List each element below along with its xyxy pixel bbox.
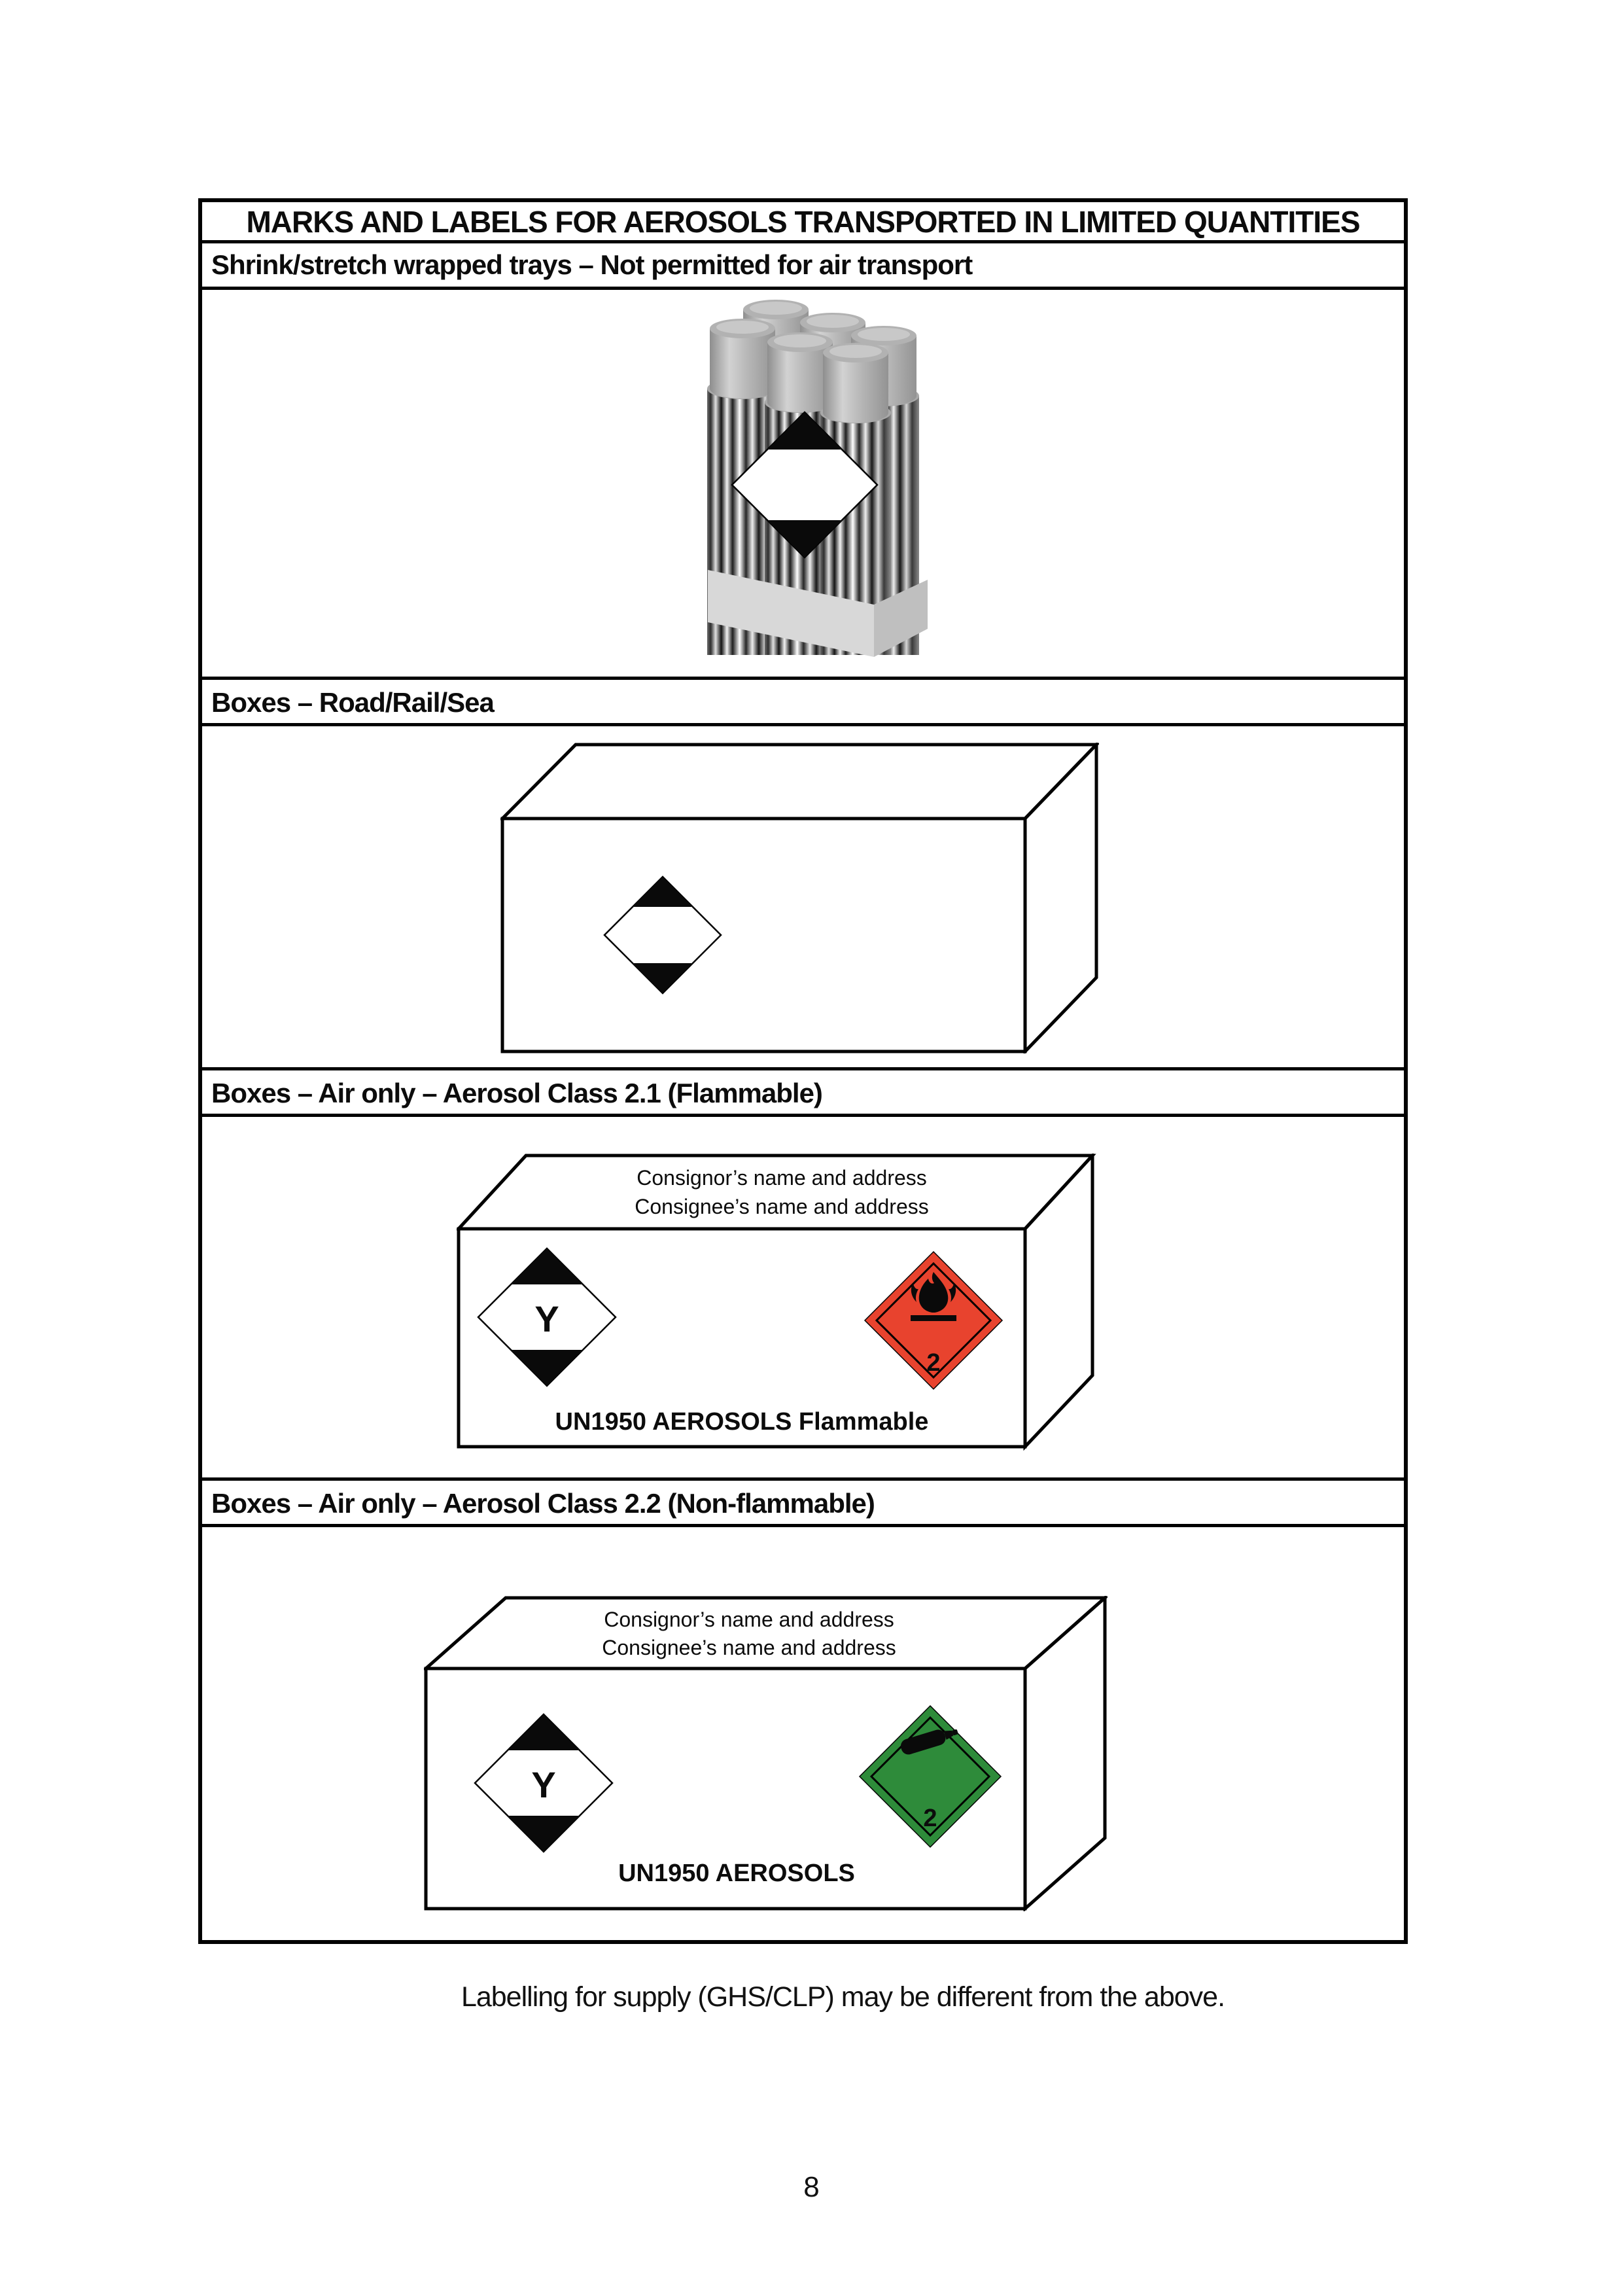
section-header-road-rail-sea: Boxes – Road/Rail/Sea: [202, 680, 1404, 726]
lq-letter: Y: [531, 1764, 555, 1805]
table-title-row: MARKS AND LABELS FOR AEROSOLS TRANSPORTE…: [202, 202, 1404, 243]
un-proper-shipping-name: UN1950 AEROSOLS Flammable: [555, 1408, 929, 1436]
consignee-line: Consignee’s name and address: [635, 1195, 928, 1218]
carton-box: [500, 743, 1099, 1053]
page-title: MARKS AND LABELS FOR AEROSOLS TRANSPORTE…: [246, 205, 1360, 239]
section-header-label: Boxes – Air only – Aerosol Class 2.2 (No…: [211, 1488, 875, 1519]
box-front-face: [424, 1667, 1027, 1911]
box-front-face: [457, 1227, 1027, 1449]
class-number: 2: [926, 1349, 940, 1377]
section-header-label: Shrink/stretch wrapped trays – Not permi…: [211, 249, 973, 280]
page-number: 8: [803, 2171, 820, 2203]
lq-letter: Y: [534, 1298, 559, 1339]
marks-and-labels-table: MARKS AND LABELS FOR AEROSOLS TRANSPORTE…: [198, 198, 1408, 1944]
non-flammable-gas-label: 2: [858, 1704, 1002, 1848]
box-front-face: [500, 817, 1027, 1053]
limited-quantity-air-mark: Y: [477, 1247, 617, 1387]
air-flammable-box-illustration: Consignor’s name and address Consignee’s…: [457, 1154, 1096, 1451]
limited-quantity-air-mark: Y: [474, 1713, 614, 1853]
section-header-air-class-2-1: Boxes – Air only – Aerosol Class 2.1 (Fl…: [202, 1070, 1404, 1117]
tray-illustration-cell: [202, 290, 1404, 680]
footer-note: Labelling for supply (GHS/CLP) may be di…: [461, 1981, 1225, 2013]
limited-quantity-mark: [603, 875, 722, 995]
section-header-label: Boxes – Road/Rail/Sea: [211, 687, 495, 718]
tray: [708, 570, 928, 657]
limited-quantity-mark: [731, 411, 879, 559]
section-header-shrink-trays: Shrink/stretch wrapped trays – Not permi…: [202, 243, 1404, 290]
box-top-face: [500, 743, 1099, 821]
road-box-illustration: [500, 743, 1099, 1053]
air-non-flammable-box-illustration: Consignor’s name and address Consignee’s…: [424, 1596, 1108, 1911]
road-box-illustration-cell: [202, 726, 1404, 1070]
air-non-flammable-box-cell: Consignor’s name and address Consignee’s…: [202, 1527, 1404, 1940]
un-proper-shipping-name: UN1950 AEROSOLS: [618, 1860, 855, 1887]
flame-icon: [911, 1272, 956, 1321]
section-header-air-class-2-2: Boxes – Air only – Aerosol Class 2.2 (No…: [202, 1481, 1404, 1527]
flammable-gas-label: 2: [864, 1250, 1003, 1390]
consignor-line: Consignor’s name and address: [637, 1166, 927, 1190]
tray-illustration: [707, 300, 928, 657]
gas-cylinder-icon: [900, 1729, 958, 1755]
section-header-label: Boxes – Air only – Aerosol Class 2.1 (Fl…: [211, 1078, 823, 1108]
carton-box: [457, 1154, 1096, 1451]
consignee-line: Consignee’s name and address: [602, 1636, 896, 1659]
air-flammable-box-cell: Consignor’s name and address Consignee’s…: [202, 1117, 1404, 1481]
consignor-line: Consignor’s name and address: [604, 1608, 894, 1631]
carton-box: [424, 1596, 1108, 1911]
class-number: 2: [923, 1805, 937, 1832]
